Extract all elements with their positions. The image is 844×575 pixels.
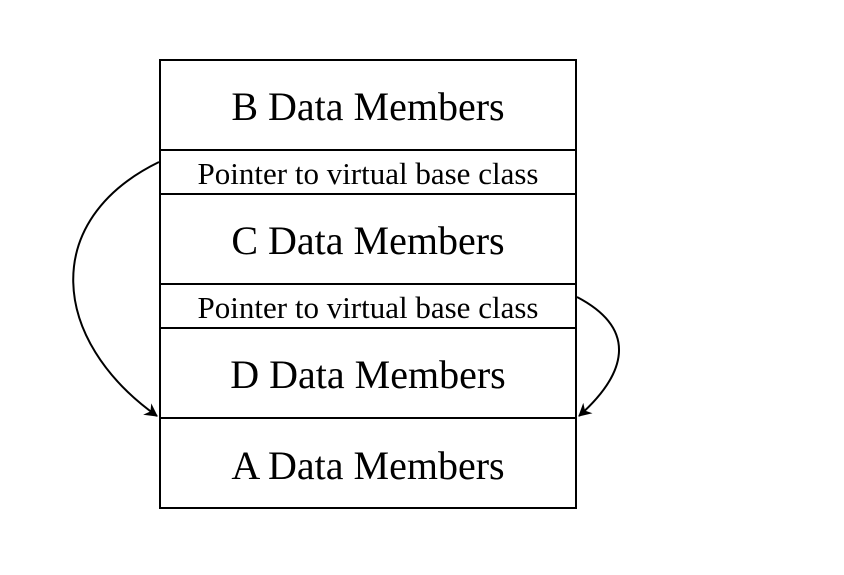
cell-b-pointer: Pointer to virtual base class [159, 149, 577, 195]
cell-c-data-members: C Data Members [159, 193, 577, 285]
cell-b-data-members: B Data Members [159, 59, 577, 151]
b-data-members-label: B Data Members [231, 84, 504, 129]
cell-a-data-members: A Data Members [159, 417, 577, 509]
c-data-members-label: C Data Members [231, 218, 504, 263]
cell-c-pointer: Pointer to virtual base class [159, 283, 577, 329]
d-data-members-label: D Data Members [230, 352, 505, 397]
c-pointer-label: Pointer to virtual base class [198, 290, 539, 325]
b-pointer-label: Pointer to virtual base class [198, 156, 539, 191]
a-data-members-label: A Data Members [231, 443, 504, 488]
cell-d-data-members: D Data Members [159, 327, 577, 419]
right-pointer-arrow [576, 296, 620, 417]
left-pointer-arrow [72, 161, 160, 417]
